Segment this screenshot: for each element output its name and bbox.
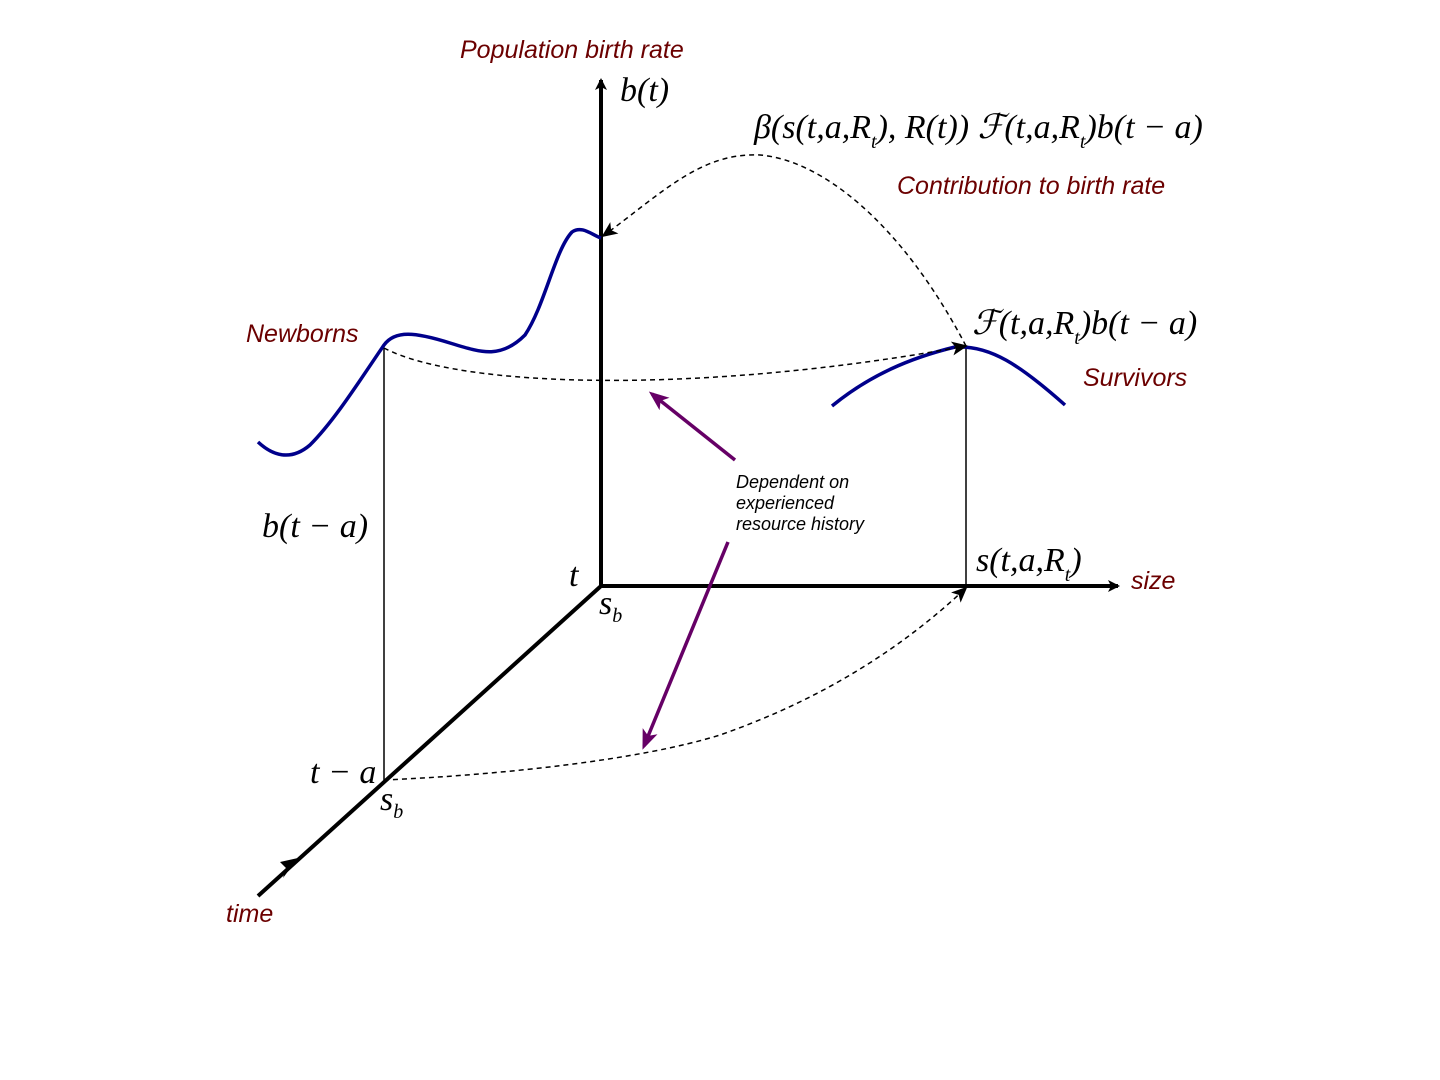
time-axis-arrowhead <box>280 858 298 878</box>
newborn-birth-rate-curve <box>256 227 602 457</box>
survivors-curve <box>830 345 1067 408</box>
contribution-dashed-arrow <box>601 154 967 347</box>
b-t-minus-a-label: b(t − a) <box>262 508 368 545</box>
newborns-label: Newborns <box>246 320 359 348</box>
time-axis <box>256 584 603 898</box>
time-axis-label: time <box>226 900 273 928</box>
sb-label-origin: sb <box>599 585 622 627</box>
b-of-t-label: b(t) <box>620 72 669 109</box>
resource-note-arrow-up <box>648 391 737 462</box>
contribution-label: Contribution to birth rate <box>897 172 1165 200</box>
newborn-to-survivor-dashed-arrow <box>383 341 968 382</box>
sb-label-past: sb <box>380 781 403 823</box>
t-minus-a-label: t − a <box>310 754 376 791</box>
population-birth-rate-label: Population birth rate <box>460 36 684 64</box>
resource-note-arrow-down <box>642 541 730 750</box>
size-expression: s(t,a,Rt) <box>976 542 1082 586</box>
resource-history-note: Dependent on experienced resource histor… <box>736 472 865 534</box>
survivor-expression: ℱ(t,a,Rt)b(t − a) <box>972 305 1197 349</box>
contribution-expression: β(s(t,a,Rt), R(t)) ℱ(t,a,Rt)b(t − a) <box>753 109 1203 153</box>
survivors-label: Survivors <box>1083 364 1187 392</box>
size-growth-dashed-arrow <box>383 586 968 781</box>
size-axis-label: size <box>1131 567 1175 595</box>
t-label: t <box>569 557 580 594</box>
